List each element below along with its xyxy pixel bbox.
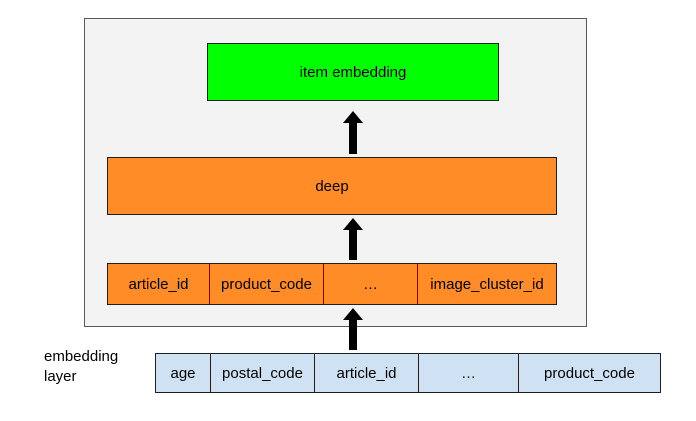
embedding-layer-row: age postal_code article_id … product_cod… (155, 353, 661, 393)
embedding-layer-label-line2: layer (44, 368, 77, 385)
input-cell-age: age (156, 354, 211, 392)
feature-cell-article-id: article_id (108, 264, 210, 304)
input-cell-product-code: product_code (544, 364, 635, 382)
feature-cell-product-code: product_code (210, 264, 324, 304)
feature-cell-ellipsis: … (324, 264, 418, 304)
deep-box: deep (107, 157, 557, 215)
arrow-up-icon (343, 308, 363, 350)
arrow-up-icon (343, 111, 363, 154)
input-cell-article-id: article_id (315, 354, 419, 392)
arrow-up-icon (343, 218, 363, 260)
deep-label: deep (315, 177, 349, 195)
input-cell-ellipsis: … (419, 354, 519, 392)
item-embedding-label: item embedding (299, 63, 407, 81)
embedding-layer-label: embedding layer (44, 347, 144, 387)
item-embedding-box: item embedding (207, 43, 499, 101)
embedding-layer-label-line1: embedding (44, 348, 119, 365)
feature-cell-image-cluster-id: image_cluster_id (430, 275, 544, 293)
feature-row: article_id product_code … image_cluster_… (107, 263, 557, 305)
input-cell-postal-code: postal_code (211, 354, 315, 392)
